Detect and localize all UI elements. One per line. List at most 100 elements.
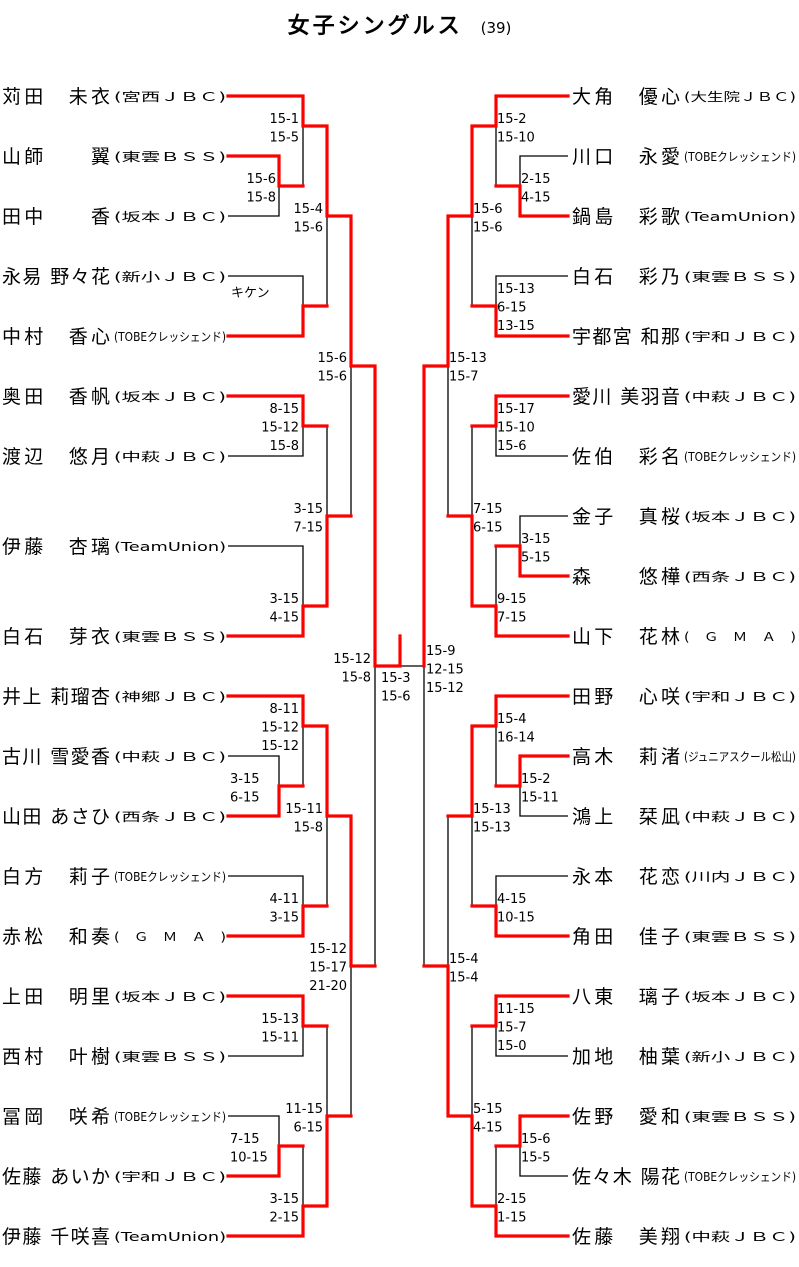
player-name: 田野 心咲	[572, 686, 680, 708]
bracket-line	[228, 275, 304, 306]
player-entry-left: 山田 あさひ(西条ＪＢＣ)	[2, 806, 226, 828]
player-name: 森 悠樺	[572, 566, 680, 588]
player-club: (坂本ＪＢＣ)	[114, 210, 226, 224]
player-entry-left: 渡辺 悠月(中萩ＪＢＣ)	[2, 446, 226, 468]
player-entry-right: 鍋島 彩歌(TeamUnion)	[572, 206, 796, 228]
player-name: 佐藤 美翔	[572, 1226, 680, 1248]
player-entry-left: 奥田 香帆(坂本ＪＢＣ)	[2, 386, 226, 408]
player-entry-right: 愛川 美羽音(中萩ＪＢＣ)	[572, 386, 796, 408]
player-name: 川口 永愛	[572, 146, 680, 168]
game-score: 3-15	[293, 502, 323, 517]
game-score: 16-14	[497, 731, 535, 746]
player-name: 山田 あさひ	[2, 806, 110, 828]
player-club: (TeamUnion)	[114, 540, 226, 554]
player-name: 白石 芽衣	[2, 626, 110, 648]
winner-path-line	[470, 994, 570, 1028]
game-score: 15-9	[426, 644, 456, 659]
player-club: (中萩ＪＢＣ)	[684, 1229, 796, 1244]
player-club: (TeamUnion)	[114, 1230, 226, 1244]
winner-path-line	[422, 964, 570, 1238]
game-score: 3-15	[269, 1192, 299, 1207]
bracket-title: 女子シングルス(39)	[0, 8, 799, 40]
player-club: (TOBEクレッシェンド)	[684, 150, 796, 164]
player-club: (中萩ＪＢＣ)	[684, 389, 796, 404]
player-entry-left: 古川 雪愛香 (中萩ＪＢＣ)	[2, 746, 226, 768]
game-score: 8-15	[269, 402, 299, 417]
game-score: 21-20	[309, 979, 347, 994]
match-score: 2-151-15	[497, 1192, 527, 1226]
match-score: 15-215-10	[497, 112, 535, 146]
player-name: 宇都宮 和那	[572, 326, 680, 348]
player-club: (中萩ＪＢＣ)	[114, 749, 226, 764]
player-club: (東雲ＢＳＳ)	[684, 270, 796, 284]
game-score: 6-15	[293, 1121, 323, 1136]
game-score: 13-15	[497, 319, 535, 334]
bracket-line	[495, 426, 568, 457]
player-entry-left: 山師 翼(東雲ＢＳＳ)	[2, 146, 226, 168]
player-name: 佐野 愛和	[572, 1106, 680, 1128]
winner-path-line	[446, 694, 570, 818]
player-entry-left: 白方 莉子(TOBEクレッシェンド)	[2, 866, 226, 888]
player-club: ( Ｇ Ｍ Ａ )	[114, 930, 226, 944]
match-score: 4-113-15	[269, 892, 299, 926]
match-score: 11-156-15	[285, 1102, 323, 1136]
winner-path-line	[226, 514, 353, 638]
player-name: 伊藤 杏璃	[2, 536, 110, 558]
game-score: 15-10	[497, 421, 535, 436]
player-name: 佐々木 陽花	[572, 1166, 680, 1188]
game-score: 15-8	[269, 439, 299, 454]
bracket-line	[519, 515, 568, 546]
winner-path-line	[494, 544, 570, 578]
player-name: 古川 雪愛香	[2, 746, 110, 768]
game-score: キケン	[231, 286, 270, 301]
bracket-line	[519, 155, 568, 186]
game-score: 15-13	[473, 821, 511, 836]
game-score: 2-15	[521, 172, 551, 187]
winner-path-line	[226, 1114, 353, 1238]
match-score: 9-157-15	[497, 592, 527, 626]
player-entry-right: 白石 彩乃(東雲ＢＳＳ)	[572, 266, 796, 288]
game-score: 15-8	[246, 191, 276, 206]
player-name: 苅田 未衣	[2, 86, 110, 108]
game-score: 2-15	[269, 1211, 299, 1226]
winner-path-line	[470, 304, 570, 338]
player-entry-left: 赤松 和奏( Ｇ Ｍ Ａ )	[2, 926, 226, 948]
game-score: 15-4	[449, 952, 479, 967]
match-score: 7-156-15	[473, 502, 503, 536]
game-score: 7-15	[230, 1132, 260, 1147]
game-score: 15-4	[497, 712, 527, 727]
player-entry-right: 鴻上 栞凪(中萩ＪＢＣ)	[572, 806, 796, 828]
match-score: 15-415-6	[293, 202, 323, 236]
player-entry-right: 金子 真桜(坂本ＪＢＣ)	[572, 506, 796, 528]
bracket-line	[495, 275, 568, 306]
player-name: 山師 翼	[2, 146, 110, 168]
player-club: (坂本ＪＢＣ)	[684, 510, 796, 524]
winner-path-line	[470, 904, 570, 938]
player-entry-right: 佐藤 美翔 (中萩ＪＢＣ)	[572, 1226, 796, 1248]
player-club: (TOBEクレッシェンド)	[684, 1170, 796, 1184]
match-score: 15-315-6	[381, 671, 411, 705]
player-entry-right: 森 悠樺(西条ＪＢＣ)	[572, 566, 796, 588]
match-score: 3-156-15	[230, 772, 260, 806]
match-score: 3-154-15	[269, 592, 299, 626]
player-entry-left: 佐藤 あいか(宇和ＪＢＣ)	[2, 1166, 226, 1188]
player-club: (坂本ＪＢＣ)	[684, 990, 796, 1004]
match-score: 15-215-11	[521, 772, 559, 806]
player-name: 山下 花林	[572, 626, 680, 648]
match-score: 5-154-15	[473, 1102, 503, 1136]
match-score: 3-15 2-15	[269, 1192, 299, 1226]
game-score: 15-1	[269, 112, 299, 127]
game-score: 15-6	[246, 172, 276, 187]
player-entry-right: 高木 莉渚(ジュニアスクール松山)	[572, 746, 796, 768]
match-score: 15-415-4	[449, 952, 479, 986]
winner-path-line	[226, 904, 329, 938]
player-club: (宮西ＪＢＣ)	[114, 89, 226, 104]
player-club: (東雲ＢＳＳ)	[114, 1050, 226, 1064]
